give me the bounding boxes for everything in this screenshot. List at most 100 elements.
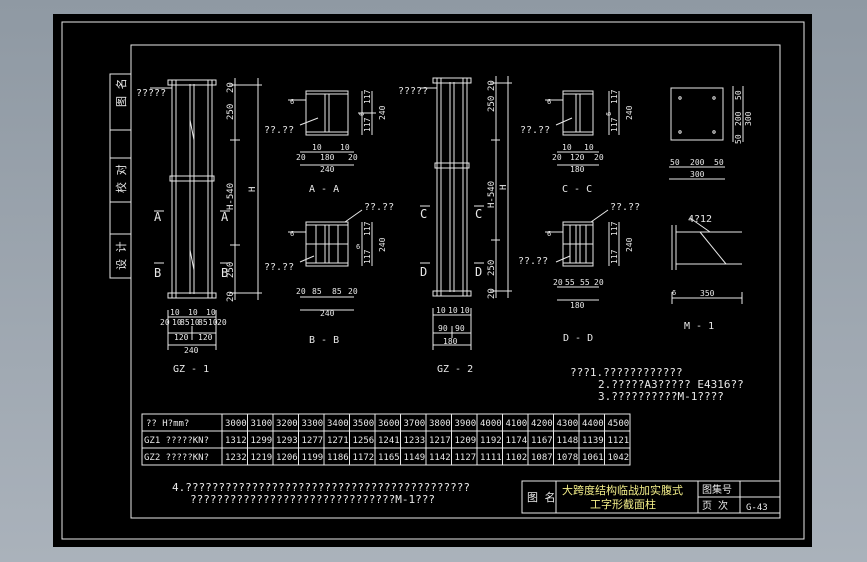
table-height-cell: 4200 (531, 419, 553, 429)
side-label-design: 设 计 (115, 241, 128, 270)
table-value-cell: 1167 (531, 436, 553, 446)
m1-rebar: 4?12 (688, 214, 712, 225)
aa-dim-240: 240 (378, 105, 387, 120)
aa-bd-20a: 20 (296, 153, 306, 162)
table-value-cell: 1042 (608, 453, 630, 463)
gz1-head-note: ????? (136, 88, 166, 99)
dd-bd-55a: 55 (565, 278, 575, 287)
dd-dim-117a: 117 (610, 221, 619, 236)
tb-label-atlas: 图集号 (702, 483, 732, 496)
gz2-base-10b: 10 (448, 306, 458, 315)
column-gz2 (420, 76, 512, 350)
tb-title-line2: 工字形截面柱 (590, 497, 656, 511)
dd-bd-20b: 20 (594, 278, 604, 287)
plate-bd-200: 200 (690, 158, 705, 167)
inner-frame (130, 44, 781, 519)
table-height-cell: 3900 (455, 419, 477, 429)
table-value-cell: 1142 (429, 453, 451, 463)
gz1-dim-bottom: 20 (226, 291, 236, 302)
section-cc (545, 90, 620, 166)
table-height-cell: 3800 (429, 419, 451, 429)
gz2-base-10a: 10 (436, 306, 446, 315)
cc-bd-120: 120 (570, 153, 585, 162)
bb-bd-85b: 85 (332, 287, 342, 296)
gz1-base-120a: 120 (174, 333, 189, 342)
table-value-cell: 1293 (276, 436, 298, 446)
plate-bd-total: 300 (690, 170, 705, 179)
table-value-cell: 1241 (378, 436, 400, 446)
cc-bd-10a: 10 (562, 143, 572, 152)
table-row-label: GZ2 ?????KN? (144, 453, 209, 463)
table-value-cell: 1299 (251, 436, 273, 446)
table-value-cell: 1102 (506, 453, 528, 463)
bb-dim-240: 240 (378, 237, 387, 252)
gz1-top-small-2: 10 (188, 308, 198, 317)
gz2-mark-d-left: D (420, 265, 427, 279)
table-height-cell: 3600 (378, 419, 400, 429)
bb-sub-6: 6 (356, 243, 360, 251)
table-height-cell: 4000 (480, 419, 502, 429)
dd-note-top: ??.?? (610, 202, 640, 213)
title-block (521, 480, 781, 514)
base-plate (669, 86, 744, 180)
table-height-cell: 3000 (225, 419, 247, 429)
table-value-cell: 1165 (378, 453, 400, 463)
gz2-mark-c-left: C (420, 207, 427, 221)
note-4-line1: 4.??????????????????????????????????????… (172, 481, 470, 494)
cc-bd-10b: 10 (584, 143, 594, 152)
gz1-dim-250b: 250 (226, 262, 236, 278)
cc-bd-20a: 20 (552, 153, 562, 162)
gz2-base-90a: 90 (438, 324, 448, 333)
bb-dim-117a: 117 (363, 221, 372, 236)
cc-dim-117b: 117 (610, 117, 619, 132)
side-strip: 图 名 校 对 设 计 (109, 73, 132, 279)
gz1-base-120b: 120 (198, 333, 213, 342)
gz1-top-small-3: 10 (206, 308, 216, 317)
table-value-cell: 1219 (251, 453, 273, 463)
table-header-label: ?? H?mm? (146, 419, 189, 429)
gz2-dim-bottom: 20 (487, 288, 497, 299)
gz1-base-d6: 10 (208, 318, 218, 327)
table-value-cell: 1127 (455, 453, 477, 463)
tb-label-name: 图 名 (527, 490, 556, 504)
aa-bd-10a: 10 (312, 143, 322, 152)
gz1-base-d7: 20 (217, 318, 227, 327)
table-value-cell: 1206 (276, 453, 298, 463)
gz1-top-small-1: 10 (170, 308, 180, 317)
gz1-base-d2: 10 (172, 318, 182, 327)
gz1-base-d5: 85 (198, 318, 208, 327)
dd-bd-total: 180 (570, 301, 585, 310)
table-value-cell: 1061 (582, 453, 604, 463)
cc-bd-total: 180 (570, 165, 585, 174)
embedded-part-m1 (671, 217, 743, 304)
tb-page-no: G-43 (746, 503, 768, 513)
section-dd (545, 209, 620, 301)
dd-bd-55b: 55 (580, 278, 590, 287)
plate-dim-50a: 50 (734, 90, 743, 100)
m1-weld: 6 (672, 289, 676, 297)
cc-dim-240: 240 (625, 105, 634, 120)
table-value-cell: 1078 (557, 453, 579, 463)
table-value-cell: 1186 (327, 453, 349, 463)
dd-note-left: ??.?? (518, 256, 548, 267)
aa-bd-total: 240 (320, 165, 335, 174)
plate-dim-200: 200 (734, 111, 743, 126)
table-value-cell: 1121 (608, 436, 630, 446)
gz1-dim-h540: H-540 (226, 183, 236, 210)
m1-title: M - 1 (684, 321, 714, 332)
plate-bd-50a: 50 (670, 158, 680, 167)
table-value-cell: 1256 (353, 436, 375, 446)
bb-note-left: ??.?? (264, 262, 294, 273)
table-height-cell: 4300 (557, 419, 579, 429)
gz2-base-10c: 10 (460, 306, 470, 315)
outer-frame (61, 21, 805, 540)
gz1-base-d1: 20 (160, 318, 170, 327)
dd-weld: 6 (547, 230, 551, 238)
bb-bd-total: 240 (320, 309, 335, 318)
bb-weld: 6 (290, 230, 294, 238)
gz2-mark-c-right: C (475, 207, 482, 221)
gz1-mark-a-left: A (154, 210, 162, 224)
drawing-sheet[interactable] (53, 14, 812, 547)
side-label-name: 图 名 (114, 78, 128, 107)
